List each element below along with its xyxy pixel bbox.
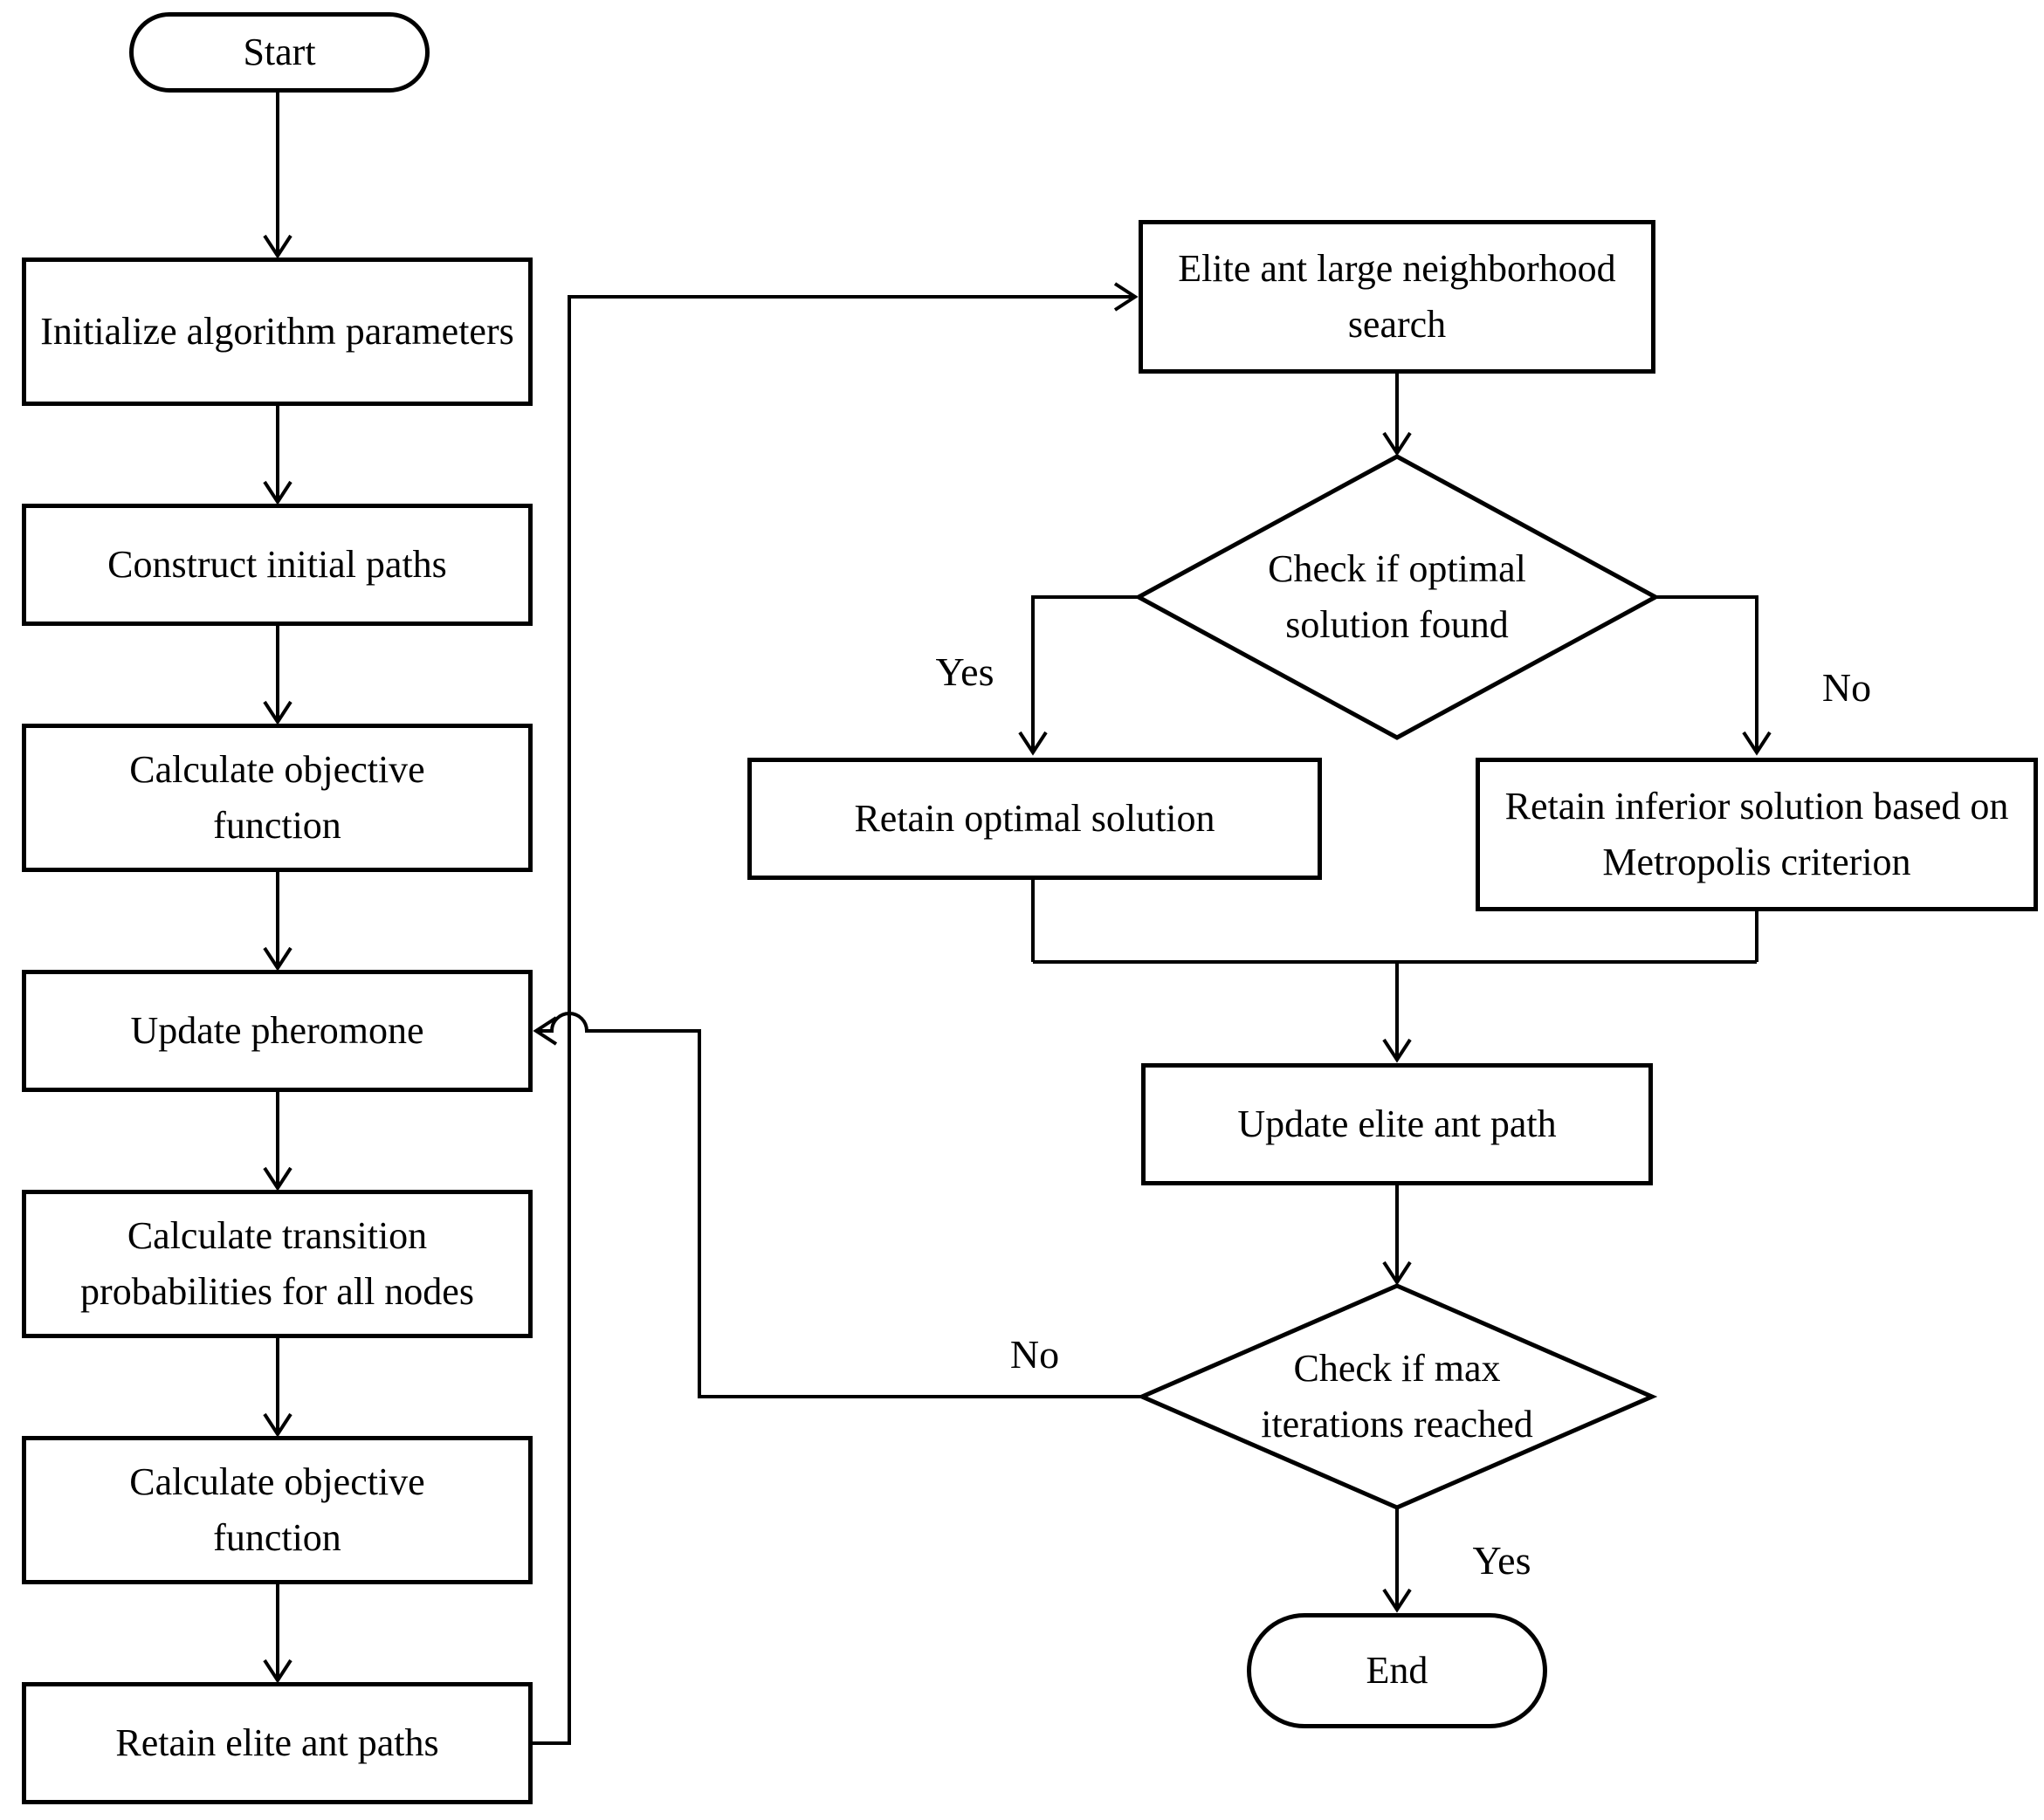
node-retain-inferior-solution: Retain inferior solution based on Metrop… [1476, 758, 2038, 911]
connector-check-optimal-no-branch [1655, 595, 1772, 756]
node-end-label: End [1366, 1649, 1428, 1692]
node-calculate-objective-function-1: Calculate objective function [22, 724, 533, 872]
connector-elite-search-to-check-optimal [1382, 374, 1412, 457]
decision-check-optimal-solution-label: Check if optimal solution found [1268, 547, 1526, 646]
connector-check-max-no-loop-to-pheromone [533, 1012, 1142, 1398]
connector-retain-elite-to-elite-search [533, 282, 1139, 1745]
node-retain-elite-ant-paths: Retain elite ant paths [22, 1682, 533, 1804]
node-calculate-transition-probabilities-label: Calculate transition probabilities for a… [80, 1214, 474, 1313]
node-initialize-parameters: Initialize algorithm parameters [22, 258, 533, 406]
edge-label-check-optimal-yes: Yes [935, 649, 994, 694]
node-start-label: Start [243, 31, 316, 73]
node-retain-optimal-solution: Retain optimal solution [747, 758, 1322, 880]
node-retain-optimal-solution-label: Retain optimal solution [854, 797, 1215, 840]
node-elite-ant-large-neighborhood-search-label: Elite ant large neighborhood search [1178, 247, 1616, 346]
node-construct-initial-paths-label: Construct initial paths [107, 543, 447, 586]
connector-objective1-to-pheromone [263, 872, 292, 972]
node-start: Start [129, 12, 430, 93]
edge-label-check-max-iterations-no: No [1009, 1332, 1060, 1377]
decision-diamond-check-optimal [1133, 454, 1661, 740]
node-end: End [1247, 1613, 1547, 1728]
connector-pheromone-to-transition [263, 1092, 292, 1192]
connector-start-to-initialize [263, 93, 292, 259]
node-initialize-parameters-label: Initialize algorithm parameters [40, 310, 514, 353]
node-calculate-objective-function-2-label: Calculate objective function [129, 1460, 425, 1559]
connector-check-optimal-yes-branch [1018, 595, 1139, 756]
node-update-pheromone-label: Update pheromone [130, 1009, 424, 1052]
decision-check-max-iterations: Check if max iterations reached [1231, 1334, 1563, 1459]
connector-transition-to-objective2 [263, 1338, 292, 1438]
decision-check-max-iterations-label: Check if max iterations reached [1261, 1347, 1533, 1446]
node-construct-initial-paths: Construct initial paths [22, 504, 533, 626]
node-calculate-objective-function-2: Calculate objective function [22, 1436, 533, 1584]
node-update-elite-ant-path: Update elite ant path [1141, 1063, 1653, 1185]
connector-construct-to-objective1 [263, 626, 292, 725]
connector-update-elite-path-to-check-max [1382, 1185, 1412, 1286]
node-update-elite-ant-path-label: Update elite ant path [1237, 1102, 1557, 1145]
node-calculate-transition-probabilities: Calculate transition probabilities for a… [22, 1190, 533, 1338]
node-calculate-objective-function-1-label: Calculate objective function [129, 748, 425, 847]
edge-label-check-max-iterations-yes: Yes [1472, 1538, 1531, 1583]
node-elite-ant-large-neighborhood-search: Elite ant large neighborhood search [1139, 220, 1655, 374]
edge-label-check-optimal-no: No [1821, 665, 1872, 710]
node-update-pheromone: Update pheromone [22, 970, 533, 1092]
node-retain-elite-ant-paths-label: Retain elite ant paths [115, 1721, 439, 1764]
connector-initialize-to-construct [263, 406, 292, 505]
connector-check-max-yes-to-end [1382, 1508, 1412, 1613]
connector-merge-to-update-elite-path [1031, 880, 1758, 1063]
decision-check-optimal-solution: Check if optimal solution found [1209, 534, 1585, 660]
node-retain-inferior-solution-label: Retain inferior solution based on Metrop… [1504, 785, 2009, 883]
connector-objective2-to-retain-elite [263, 1584, 292, 1684]
